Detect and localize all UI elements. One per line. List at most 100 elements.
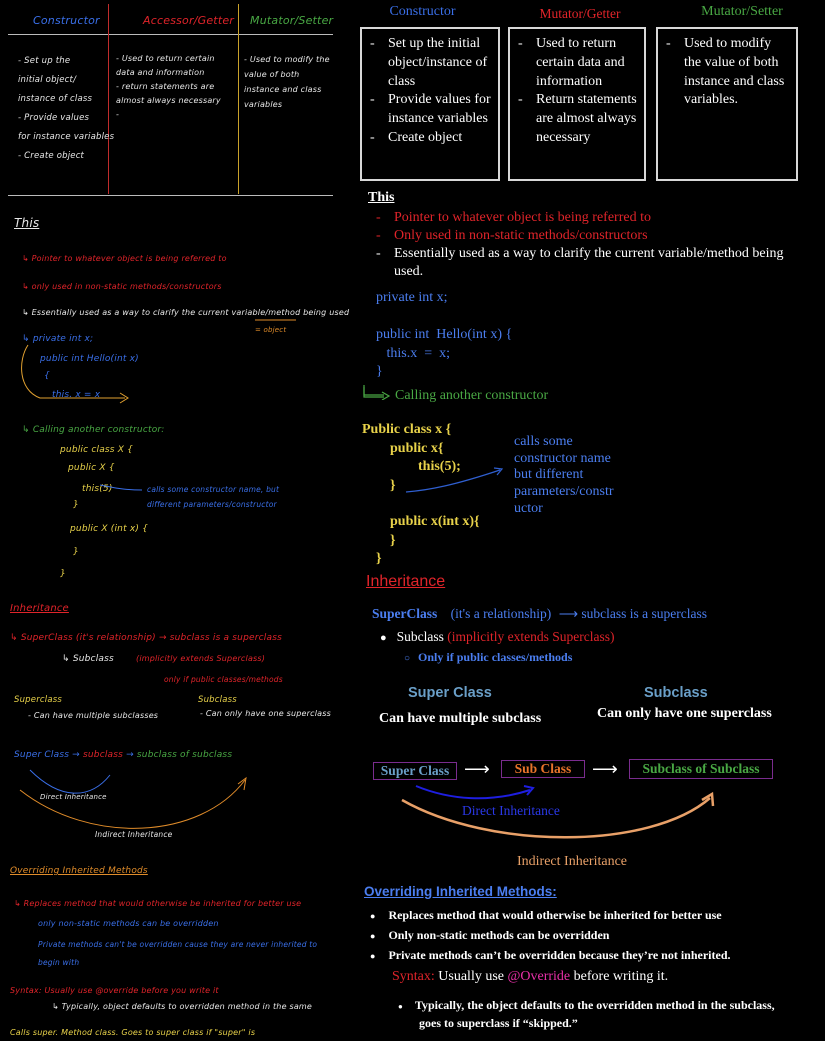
- this-list: Pointer to whatever object is being refe…: [368, 209, 808, 281]
- accessor-box: Used to return certain data and informat…: [508, 27, 646, 181]
- note-line: calls some: [514, 434, 573, 449]
- hw-code-line: public int Hello(int x): [40, 354, 139, 364]
- hw-override-line: only non-static methods can be overridde…: [38, 919, 219, 928]
- hw-this-point: ↳ Essentially used as a way to clarify t…: [22, 308, 350, 317]
- hw-decorations: [19, 319, 296, 829]
- header-accessor: Mutator/Getter: [539, 6, 621, 21]
- hw-chain: Super Class → subclass → subclass of sub…: [14, 750, 233, 760]
- arrow-right-icon: ⟶: [464, 759, 490, 779]
- mutator-list: Used to modify the value of both instanc…: [658, 35, 796, 110]
- bullet-icon: ●: [370, 911, 376, 921]
- calls-note: calls some constructor name but differen…: [514, 434, 614, 518]
- hw-line: - Set up the: [18, 56, 71, 66]
- hw-line: data and information: [116, 68, 205, 77]
- bullet-icon: ●: [398, 1002, 403, 1011]
- hw-text: subclass of subclass: [136, 750, 233, 760]
- hw-overriding-title: Overriding Inherited Methods: [10, 866, 148, 876]
- code-block-this: private int x; public int Hello(int x) {…: [376, 289, 512, 382]
- hw-text: Typically, object defaults to overridden…: [61, 1002, 313, 1011]
- bent-arrow-icon: [363, 385, 391, 400]
- only-public-text: Only if public classes/methods: [418, 650, 573, 664]
- this-title: This: [368, 190, 395, 205]
- hw-calls-note: calls some constructor name, but: [147, 485, 280, 494]
- hw-text: Replaces method that would otherwise be …: [23, 899, 302, 908]
- hw-text: Pointer to whatever object is being refe…: [31, 254, 227, 263]
- hw-line: - Used to return certain: [116, 54, 215, 63]
- override-item: ●Only non-static methods can be overridd…: [370, 926, 815, 946]
- bullet-icon: ●: [370, 931, 376, 941]
- hw-code-line: this(5): [82, 484, 113, 494]
- note-line: uctor: [514, 500, 543, 516]
- inheritance-arrows: [401, 785, 715, 839]
- this-item: Pointer to whatever object is being refe…: [368, 209, 808, 227]
- superclass-line: SuperClass (it's a relationship) ⟶ subcl…: [372, 606, 707, 622]
- this-item: Only used in non-static methods/construc…: [368, 227, 808, 245]
- hw-text: only used in non-static methods/construc…: [31, 282, 222, 291]
- hw-subclass-label: Subclass: [198, 695, 237, 705]
- chain-super-class: Super Class: [373, 762, 457, 780]
- hw-mutator-col: - Used to modify the value of both insta…: [244, 52, 330, 112]
- hw-text: subclass: [82, 750, 124, 760]
- hw-implicitly: (implicitly extends Superclass): [136, 654, 266, 663]
- hw-line: -: [116, 110, 120, 119]
- hw-this-point: ↳ Pointer to whatever object is being re…: [22, 254, 227, 263]
- arrow-right-icon: ⟶: [592, 759, 618, 779]
- hw-superclass-label: Superclass: [14, 695, 63, 705]
- note-line: but different: [514, 467, 584, 483]
- bullet-icon: ●: [380, 632, 387, 644]
- superclass-label: SuperClass: [372, 606, 438, 621]
- code-line: }: [376, 551, 382, 566]
- syntax-text: Usually use: [434, 969, 508, 984]
- hw-header-accessor: Accessor/Getter: [143, 14, 235, 27]
- typically-item: ●Typically, the object defaults to the o…: [398, 997, 818, 1031]
- constructor-item: Create object: [362, 129, 492, 148]
- hw-code-line: public X {: [68, 463, 115, 473]
- hw-code-line: }: [60, 569, 66, 579]
- hw-inheritance-title: Inheritance: [10, 603, 69, 614]
- hw-text: private int x;: [32, 334, 94, 344]
- hw-line: - return statements are: [116, 82, 215, 91]
- code-line: private int x;: [376, 290, 448, 305]
- header-mutator: Mutator/Setter: [701, 4, 783, 19]
- syntax-text: before writing it.: [570, 969, 669, 984]
- hw-object-note: = object: [255, 326, 287, 334]
- accessor-list: Used to return certain data and informat…: [510, 35, 644, 148]
- hw-bottom-cut: Calls super. Method class. Goes to super…: [10, 1028, 256, 1037]
- code-line: public x(int x){: [390, 514, 480, 529]
- indirect-inheritance-label: Indirect Inheritance: [517, 854, 627, 869]
- hw-direct: Direct Inheritance: [40, 793, 107, 801]
- hw-subclass-line: ↳ Subclass: [62, 654, 114, 664]
- hw-table-line: [8, 34, 333, 35]
- hw-only-public: only if public classes/methods: [164, 675, 283, 684]
- hw-text: Essentially used as a way to clarify the…: [31, 308, 350, 317]
- hw-typically: ↳ Typically, object defaults to overridd…: [52, 1002, 313, 1011]
- hw-code-line: {: [44, 371, 50, 381]
- calling-title: Calling another constructor: [395, 388, 549, 403]
- chain-subclass-of-subclass: Subclass of Subclass: [629, 759, 773, 779]
- constructor-box: Set up the initial object/instance of cl…: [360, 27, 500, 181]
- hw-this-point: ↳ only used in non-static methods/constr…: [22, 282, 222, 291]
- override-text: Private methods can’t be overridden beca…: [388, 948, 731, 962]
- code-line: Public class x {: [362, 422, 452, 437]
- hw-only-one: - Can only have one superclass: [200, 709, 331, 718]
- hw-line: - Provide values: [18, 113, 90, 123]
- hw-text: Calling another constructor:: [32, 425, 165, 435]
- hw-line: instance and class: [244, 85, 322, 94]
- hw-header-mutator: Mutator/Setter: [250, 14, 334, 27]
- hw-superclass-line: ↳ SuperClass (it's relationship) → subcl…: [10, 633, 282, 643]
- accessor-item: Return statements are almost always nece…: [510, 91, 638, 147]
- hw-table-divider: [108, 4, 109, 194]
- hw-line: value of both: [244, 70, 300, 79]
- direct-inheritance-label: Direct Inheritance: [462, 803, 560, 818]
- hw-table-bottom: [8, 195, 333, 196]
- multiple-text: Can have multiple subclass: [379, 711, 542, 726]
- hw-code-line: this. x = x: [52, 390, 101, 400]
- note-line: parameters/constr: [514, 484, 614, 500]
- hw-multiple: - Can have multiple subclasses: [28, 711, 159, 720]
- constructor-list: Set up the initial object/instance of cl…: [362, 35, 498, 148]
- hw-code-line: public X (int x) {: [70, 524, 149, 534]
- subclass-heading: Subclass: [644, 685, 708, 701]
- inheritance-title: Inheritance: [366, 573, 446, 590]
- syntax-label: Syntax:: [392, 969, 435, 984]
- accessor-item: Used to return certain data and informat…: [510, 35, 638, 91]
